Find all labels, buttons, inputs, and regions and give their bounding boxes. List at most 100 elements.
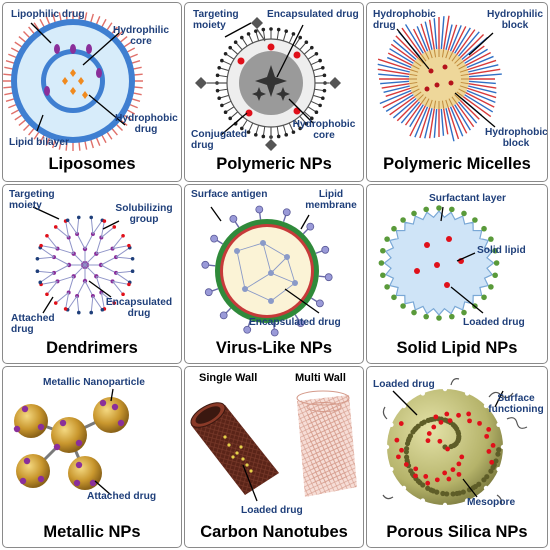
label-targeting-moiety: Targeting moiety	[9, 189, 55, 211]
label-conjugated-drug: Conjugated drug	[191, 129, 248, 151]
label-lipid-bilayer: Lipid bilayer	[9, 137, 70, 148]
label-hydrophilic-core: Hydrophilic core	[112, 25, 170, 47]
label-mesopore: Mesopore	[467, 497, 516, 508]
leader-line	[82, 32, 120, 66]
panel-title: Porous Silica NPs	[386, 523, 528, 541]
leader-line	[210, 206, 222, 222]
label-loaded-drug: Loaded drug	[463, 317, 525, 328]
panel-title: Solid Lipid NPs	[396, 339, 518, 357]
label-hydrophobic-drug: Hydrophobic drug	[115, 113, 178, 135]
label-solid-lipid: Solid lipid	[477, 245, 526, 256]
lipophilic-drug-dot	[44, 86, 50, 96]
panel-title: Carbon Nanotubes	[200, 523, 348, 541]
label-hydrophobic-core: Hydrophobic core	[292, 119, 356, 141]
multi-wall-nanotube	[296, 390, 357, 497]
leader-line	[242, 464, 258, 502]
label-encapsulated-drug: Encapsulated drug	[267, 9, 359, 20]
leader-line	[102, 220, 120, 230]
label-surface-functioning: Surface functioning	[488, 393, 544, 415]
label-lipid-membrane: Lipid membrane	[305, 189, 357, 211]
leader-line	[300, 214, 310, 230]
metallic-np-diagram	[13, 388, 129, 496]
label-surface-antigen: Surface antigen	[191, 189, 268, 200]
panel-metallic-nps: Metallic Nanoparticle Attached drug Meta…	[2, 366, 182, 548]
leader-line	[454, 92, 496, 128]
hydrophobic-drug-dots	[424, 64, 454, 92]
panel-solid-lipid-nps: Surfactant layer Solid lipid Loaded drug…	[366, 184, 548, 364]
encapsulated-drug-stars	[252, 65, 290, 101]
panel-title: Liposomes	[48, 155, 136, 173]
hydrophobic-drug-cluster	[62, 69, 88, 99]
hydrophilic-core	[46, 54, 100, 108]
label-hydrophobic-block: Hydrophobic block	[485, 127, 548, 149]
leader-line	[468, 32, 494, 56]
panel-porous-silica-nps: Loaded drug Surface functioning Mesopore…	[366, 366, 548, 548]
polymeric-np-diagram	[195, 17, 341, 151]
conjugated-drug-dots	[237, 43, 301, 117]
polymer-chains	[215, 27, 327, 139]
targeting-moiety-diamonds	[195, 17, 341, 151]
porous-silica-np-diagram	[382, 378, 528, 508]
leader-line	[456, 252, 476, 262]
leader-line	[220, 112, 248, 136]
loaded-drug-particles	[223, 435, 253, 473]
vlp-core	[223, 227, 311, 315]
surface-antigens	[201, 205, 333, 337]
panel-dendrimers: Targeting moiety Solubilizing group Enca…	[2, 184, 182, 364]
panel-virus-like-nps: Surface antigen Lipid membrane Encapsula…	[184, 184, 364, 364]
label-attached-drug: Attached drug	[11, 313, 55, 335]
label-encapsulated-drug: Encapsulated drug	[249, 317, 341, 328]
label-loaded-drug: Loaded drug	[241, 505, 303, 516]
label-surfactant-layer: Surfactant layer	[429, 193, 507, 204]
loaded-drug-dots	[414, 236, 464, 288]
leader-line	[94, 480, 112, 496]
leader-line	[110, 388, 114, 402]
lipophilic-drug-dot	[54, 44, 60, 54]
lipophilic-drug-dot	[70, 44, 76, 54]
virus-like-np-diagram	[201, 205, 333, 337]
panel-title: Polymeric Micelles	[383, 155, 531, 173]
polymeric-micelle-diagram	[377, 15, 502, 142]
leader-line	[276, 24, 304, 78]
panel-title: Dendrimers	[46, 339, 138, 357]
leader-line	[224, 22, 252, 38]
panel-polymeric-nps: Targeting moiety Encapsulated drug Conju…	[184, 2, 364, 182]
leader-line	[32, 206, 60, 220]
metallic-nanoparticle-spheres	[14, 397, 129, 490]
label-loaded-drug: Loaded drug	[373, 379, 435, 390]
attached-drug-dots	[13, 399, 125, 487]
leader-line	[30, 22, 52, 44]
leader-line	[288, 98, 314, 124]
hydrophobic-core	[409, 49, 469, 109]
leader-line	[88, 280, 112, 298]
leader-line	[396, 28, 430, 70]
encapsulated-drug-dots	[234, 240, 298, 304]
panel-polymeric-micelles: Hydrophobic drug Hydrophilic block Hydro…	[366, 2, 548, 182]
label-metallic-nanoparticle: Metallic Nanoparticle	[43, 377, 145, 388]
leader-line	[392, 390, 418, 416]
label-lipophilic-drug: Lipophilic drug	[11, 9, 85, 20]
label-hydrophobic-drug: Hydrophobic drug	[373, 9, 436, 31]
liposome-diagram	[3, 11, 143, 151]
leader-line	[440, 206, 444, 222]
surfactant-layer	[378, 205, 500, 321]
label-solubilizing-group: Solubilizing group	[115, 203, 173, 225]
solid-lipid-np-diagram	[378, 205, 500, 321]
label-attached-drug: Attached drug	[87, 491, 157, 502]
carbon-nanotube-diagram	[190, 390, 357, 502]
lipophilic-drug-dot	[96, 68, 102, 78]
leader-line	[494, 390, 504, 408]
panel-liposomes: Lipophilic drug Hydrophilic core Hydroph…	[2, 2, 182, 182]
hydrophilic-block-chains	[377, 15, 502, 142]
label-targeting-moiety: Targeting moiety	[193, 9, 239, 31]
leader-line	[88, 94, 126, 126]
leader-line	[462, 478, 478, 498]
dendrimer-branches	[35, 215, 135, 315]
panel-title: Metallic NPs	[43, 523, 141, 541]
label-single-wall: Single Wall	[199, 372, 258, 384]
panel-carbon-nanotubes: Single Wall Multi Wall Loaded drug Carbo…	[184, 366, 364, 548]
mesopores	[384, 386, 506, 508]
label-multi-wall: Multi Wall	[295, 372, 346, 384]
panel-title: Polymeric NPs	[216, 155, 332, 173]
